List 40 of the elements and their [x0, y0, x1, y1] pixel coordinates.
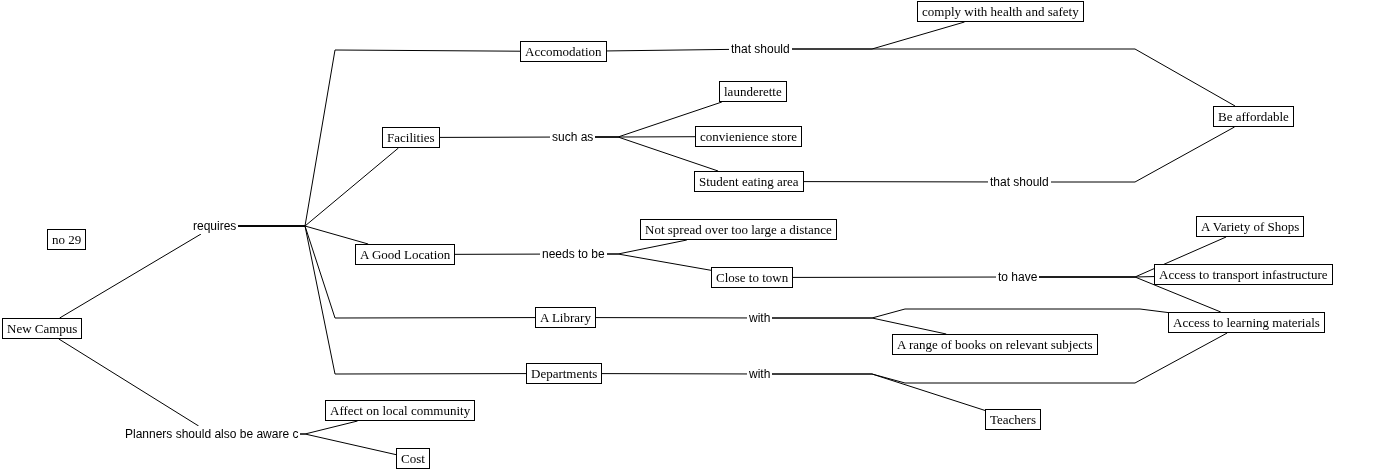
connector-line	[59, 233, 202, 319]
connector-line	[1038, 276, 1222, 313]
connector-line	[791, 48, 1236, 107]
concept-box: New Campus	[2, 318, 83, 339]
concept-box: Accomodation	[520, 41, 607, 62]
concept-box: Departments	[526, 363, 603, 384]
concept-box: A Good Location	[355, 244, 456, 265]
concept-box: Affect on local community	[325, 400, 476, 421]
connector-line	[594, 136, 719, 172]
linking-phrase: requires	[191, 218, 239, 234]
concept-box: Cost	[396, 448, 430, 469]
connector-line	[792, 276, 997, 278]
connector-line	[771, 317, 947, 335]
concept-box: Close to town	[711, 267, 794, 288]
connector-line	[58, 338, 200, 427]
concept-box: no 29	[47, 229, 87, 250]
concept-box: convienience store	[695, 126, 803, 147]
connector-line	[606, 253, 712, 271]
concept-box: Not spread over too large a distance	[640, 219, 837, 240]
connector-line	[771, 373, 986, 411]
concept-box: comply with health and safety	[917, 1, 1084, 22]
concept-box: Be affordable	[1213, 106, 1294, 127]
connector-line	[299, 433, 397, 456]
concept-box: A Library	[535, 307, 596, 328]
connector-line	[803, 181, 989, 183]
concept-box: Access to learning materials	[1168, 312, 1325, 333]
connector-line	[1050, 126, 1235, 183]
concept-box: A range of books on relevant subjects	[892, 334, 1098, 355]
connector-line	[439, 136, 551, 138]
connector-line	[606, 48, 730, 52]
connector-line	[237, 225, 527, 375]
concept-box: Teachers	[985, 409, 1041, 430]
concept-box: Student eating area	[694, 171, 804, 192]
concept-box: Facilities	[382, 127, 440, 148]
concept-box: launderette	[719, 81, 787, 102]
connector-line	[454, 253, 541, 255]
connector-line	[595, 317, 748, 319]
connector-line	[601, 373, 748, 375]
concept-box: A Variety of Shops	[1196, 216, 1305, 237]
concept-box: Access to transport infastructure	[1154, 264, 1333, 285]
